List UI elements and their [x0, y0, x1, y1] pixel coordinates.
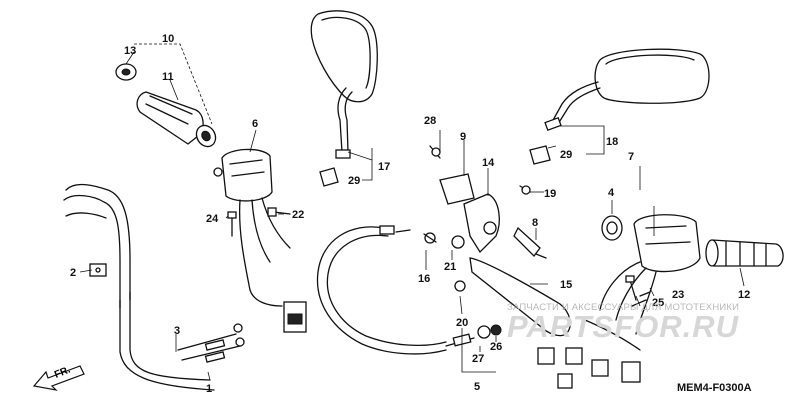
callout-14: 14: [482, 157, 495, 169]
callout-17: 17: [378, 161, 390, 173]
callout-8: 8: [532, 217, 538, 229]
callout-20: 20: [456, 317, 468, 329]
callout-2: 2: [70, 267, 76, 279]
callout-19: 19: [544, 188, 556, 200]
callout-16: 16: [418, 273, 430, 285]
diagram-code: MEM4-F0300A: [677, 382, 752, 394]
callout-3: 3: [174, 325, 180, 337]
right-mirror: [529, 48, 710, 165]
front-direction-arrow-icon: FR.: [32, 364, 85, 391]
left-mirror: [310, 10, 378, 187]
callout-6: 6: [252, 118, 258, 130]
watermark: ЗАПЧАСТИ И АКСЕССУАРЫ ДЛЯ МОТОТЕХНИКИ PA…: [507, 302, 797, 342]
callout-29-right: 29: [560, 149, 572, 161]
throttle-cables: [63, 183, 245, 391]
watermark-logo: PARTSFOR.RU: [507, 309, 740, 344]
callout-1: 1: [206, 383, 212, 395]
callout-23: 23: [672, 289, 684, 301]
fasteners: [227, 207, 637, 301]
callout-26: 26: [490, 341, 502, 353]
clutch-lever-assembly: [423, 145, 571, 339]
throttle-grip: [115, 63, 217, 148]
callout-27: 27: [472, 353, 484, 365]
callout-29-left: 29: [348, 175, 360, 187]
callout-25: 25: [652, 297, 664, 309]
callout-24: 24: [206, 213, 219, 225]
right-switch-housing: [537, 214, 701, 389]
callout-18: 18: [606, 136, 618, 148]
callout-22: 22: [292, 209, 304, 221]
clutch-cable: [316, 225, 475, 355]
callout-7: 7: [628, 151, 634, 163]
callout-labels: 13 10 11 6 24 22 2 3 1 17 29 28 9 14 19 …: [70, 33, 750, 395]
callout-10: 10: [162, 33, 174, 45]
callout-21: 21: [444, 261, 456, 273]
leader-lines: [79, 43, 745, 381]
callout-11: 11: [162, 71, 174, 83]
callout-15: 15: [560, 279, 572, 291]
watermark-tagline: ЗАПЧАСТИ И АКСЕССУАРЫ ДЛЯ МОТОТЕХНИКИ: [507, 302, 740, 313]
left-switch-housing: [213, 148, 307, 333]
callout-5: 5: [474, 381, 480, 393]
callout-13: 13: [124, 45, 136, 57]
callout-28: 28: [424, 115, 436, 127]
callout-4: 4: [608, 187, 615, 199]
right-grip: [705, 239, 784, 267]
callout-9: 9: [460, 131, 466, 143]
callout-12: 12: [738, 289, 750, 301]
